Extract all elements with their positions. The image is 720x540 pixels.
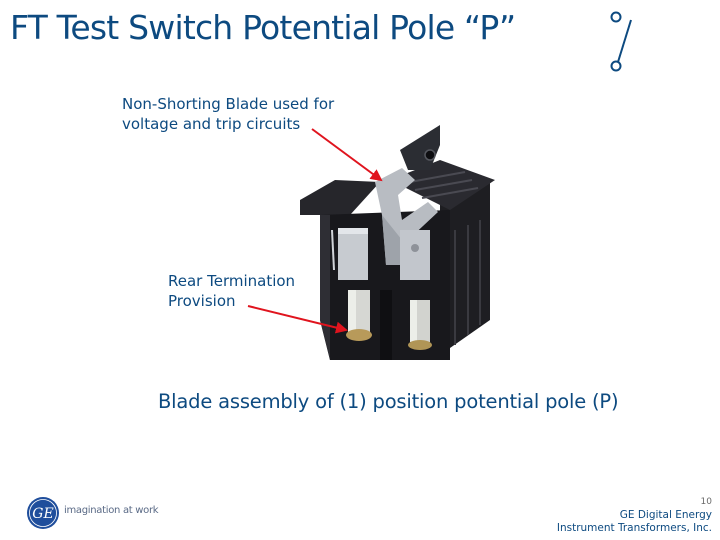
open-switch-icon [610, 11, 632, 72]
callout-rear-termination: Rear Termination Provision [168, 271, 295, 311]
callout-line: Non-Shorting Blade used for [122, 95, 335, 113]
footer-info: 10 GE Digital Energy Instrument Transfor… [557, 496, 712, 535]
company-name: GE Digital Energy [619, 509, 712, 521]
slide-title: FT Test Switch Potential Pole “P” [10, 8, 516, 47]
ge-monogram-logo: GE [27, 497, 59, 529]
callout-line: Rear Termination [168, 272, 296, 290]
callout-line: voltage and trip circuits [122, 115, 301, 133]
blade-assembly-photo [300, 125, 495, 360]
ge-tagline: imagination at work [64, 505, 159, 516]
svg-text:GE: GE [32, 506, 53, 522]
page-number: 10 [700, 497, 712, 507]
callout-line: Provision [168, 292, 236, 310]
photo-caption: Blade assembly of (1) position potential… [158, 390, 619, 413]
company-subsidiary: Instrument Transformers, Inc. [556, 522, 712, 534]
callout-non-shorting-blade: Non-Shorting Blade used for voltage and … [122, 94, 334, 134]
